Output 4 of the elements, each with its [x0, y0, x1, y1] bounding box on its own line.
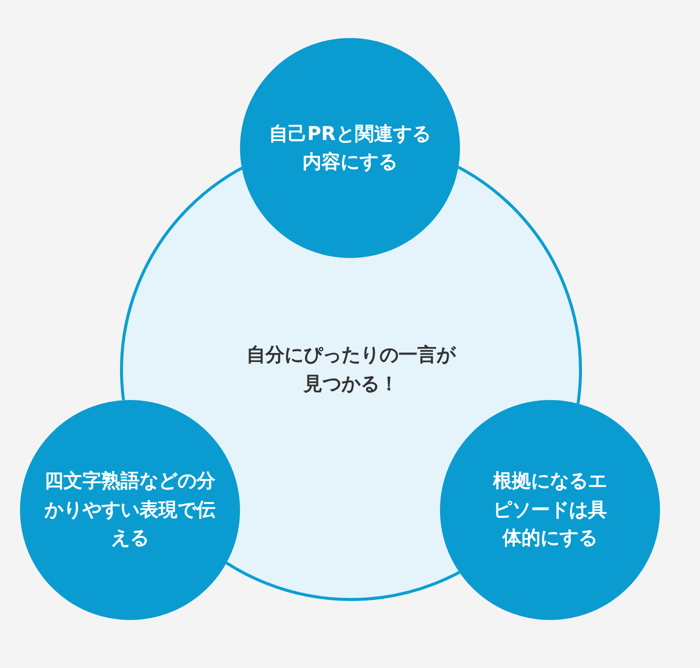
circle-text: 自己PRと関連する内容にする [268, 122, 432, 175]
circle-text: 四文字熟語などの分かりやすい表現で伝える [44, 469, 216, 552]
circle-text: 自分にぴったりの一言が見つかる！ [246, 342, 458, 397]
circle-text: 根拠になるエピソードは具体的にする [492, 469, 608, 552]
